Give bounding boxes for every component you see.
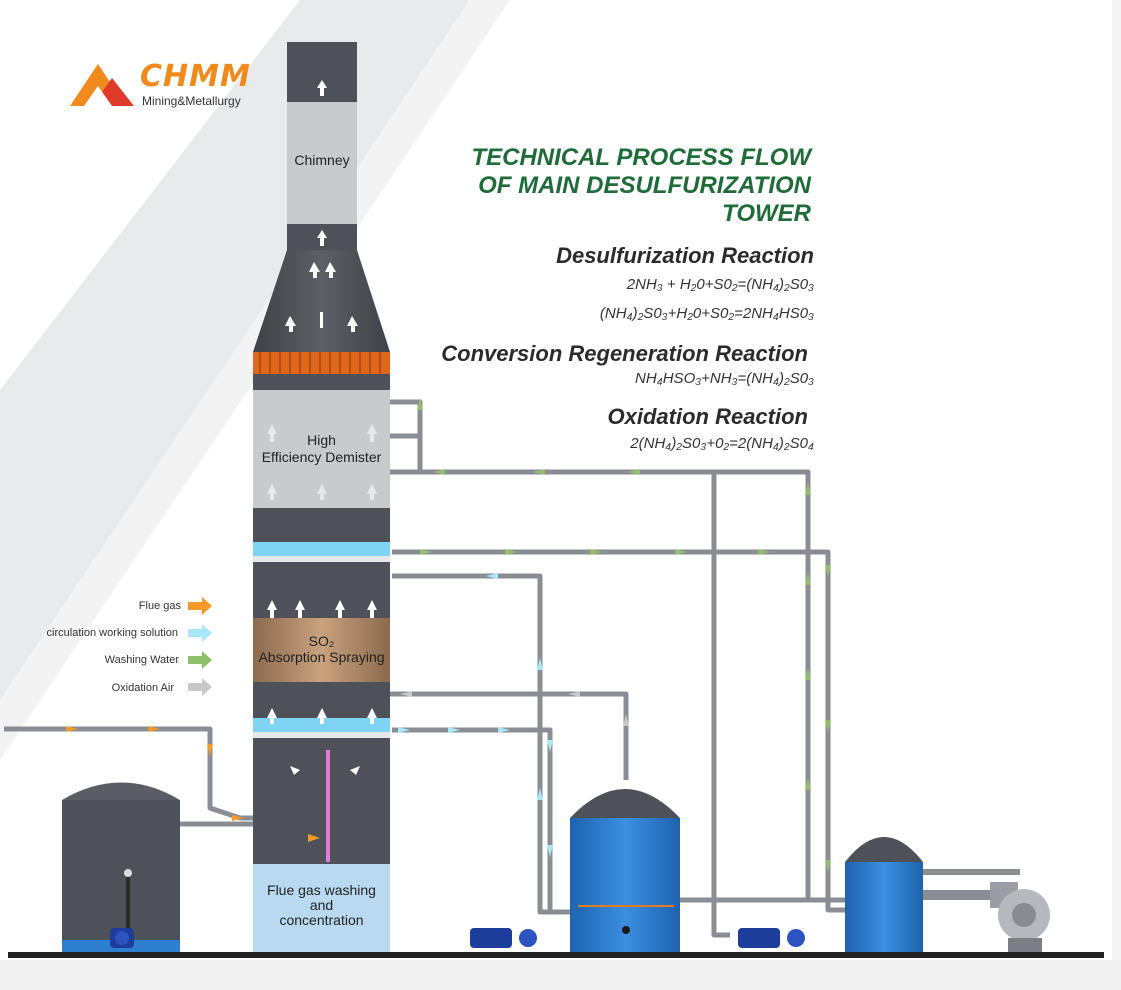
left-pump bbox=[110, 928, 134, 948]
absorption-label-line2: Absorption Spraying bbox=[258, 649, 385, 665]
reaction-heading-oxidation: Oxidation Reaction bbox=[607, 404, 808, 429]
chimney-band bbox=[287, 102, 357, 224]
legend-washing-water-label: Washing Water bbox=[104, 654, 179, 666]
legend-arrows bbox=[188, 597, 212, 696]
induced-draft-fan bbox=[990, 882, 1050, 952]
equation-desulfurization-1: 2NH₃ + H₂0+S0₂=(NH₄)₂S0₃ bbox=[626, 276, 814, 293]
legend-washing-water-arrow bbox=[188, 651, 212, 669]
ground-shadow bbox=[0, 960, 1121, 990]
lower-spray-feed bbox=[392, 727, 553, 912]
reaction-heading-desulfurization: Desulfurization Reaction bbox=[556, 243, 814, 268]
equation-conversion: NH₄HSO₃+NH₃=(NH₄)₂S0₃ bbox=[635, 370, 814, 387]
legend-flue-gas-arrow bbox=[188, 597, 212, 615]
upper-spray-layer bbox=[253, 542, 390, 556]
concentration-tank bbox=[845, 837, 923, 952]
tower bbox=[253, 42, 390, 952]
chimney-label: Chimney bbox=[294, 152, 350, 168]
equation-desulfurization-2: (NH₄)₂S0₃+H₂0+S0₂=2NH₄HS0₃ bbox=[599, 305, 814, 322]
page-edge-right bbox=[1112, 0, 1121, 990]
washing-label-line3: concentration bbox=[279, 912, 364, 928]
legend-circulation-label: circulation working solution bbox=[46, 627, 178, 639]
ground-line bbox=[8, 952, 1104, 958]
oxidation-pumps bbox=[470, 928, 805, 948]
packing-orange bbox=[253, 352, 390, 374]
washing-label-line1: Flue gas washing bbox=[267, 882, 376, 898]
oxidation-tank bbox=[570, 789, 680, 952]
legend-flue-gas-label: Flue gas bbox=[138, 600, 181, 612]
page-title-line3: TOWER bbox=[722, 200, 811, 227]
left-storage-tank bbox=[62, 782, 180, 952]
logo-mark bbox=[70, 64, 134, 106]
washing-water-main bbox=[390, 469, 811, 900]
page-title-line1: TECHNICAL PROCESS FLOW bbox=[471, 144, 811, 171]
equation-oxidation: 2(NH₄)₂S0₃+0₂=2(NH₄)₂S0₄ bbox=[630, 435, 814, 452]
legend-oxidation-air-arrow bbox=[188, 678, 212, 696]
page-title-line2: OF MAIN DESULFURIZATION bbox=[478, 172, 811, 199]
demister-label-line2: Efficiency Demister bbox=[261, 449, 382, 465]
washing-label-line2: and bbox=[309, 897, 334, 913]
lower-spray-layer bbox=[253, 718, 390, 732]
oxidation-air-pipe bbox=[388, 691, 629, 780]
absorption-label-line1: SO₂ bbox=[308, 633, 335, 649]
tower-cone bbox=[253, 250, 390, 352]
absorption-loop bbox=[392, 573, 570, 915]
flow-arrows bbox=[66, 398, 831, 872]
reaction-heading-conversion: Conversion Regeneration Reaction bbox=[441, 341, 808, 366]
absorption-packing bbox=[253, 618, 390, 682]
washing-water-drop bbox=[711, 472, 730, 938]
pipes bbox=[4, 399, 1020, 940]
legend-oxidation-air-label: Oxidation Air bbox=[111, 682, 174, 694]
logo-subtitle: Mining&Metallurgy bbox=[142, 94, 241, 108]
legend-circulation-arrow bbox=[188, 624, 212, 642]
logo-wordmark: CHMM bbox=[140, 59, 251, 94]
demister-label-line1: High bbox=[307, 432, 336, 448]
washing-liquid bbox=[253, 864, 390, 952]
